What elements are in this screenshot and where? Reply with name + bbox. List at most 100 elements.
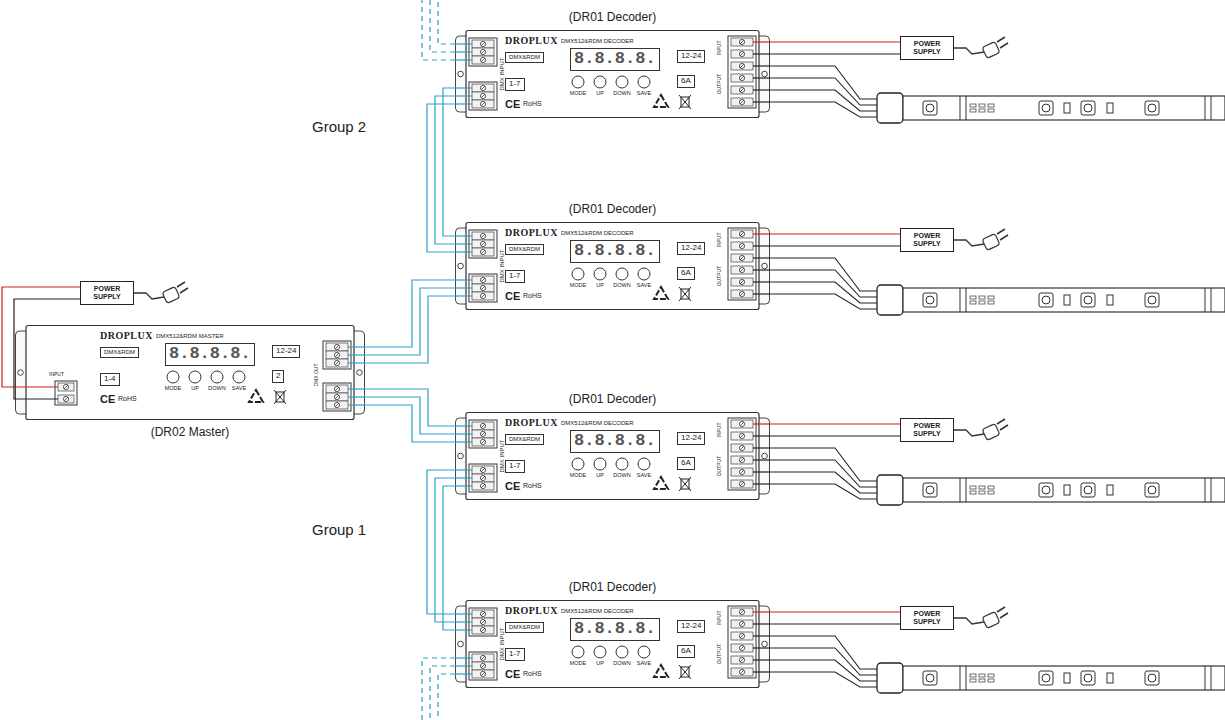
terminal-pin	[731, 242, 753, 250]
solder-pad	[979, 679, 985, 682]
solder-pad	[979, 301, 985, 304]
segment-display: 8.8.8.8.	[570, 48, 660, 71]
terminal-screw	[480, 85, 485, 90]
terminal-screw	[480, 467, 485, 472]
current-badge: 6A	[677, 267, 695, 280]
push-button	[189, 371, 201, 383]
screw-slot	[335, 403, 339, 407]
solder-pad	[979, 486, 985, 489]
brand-logo: DROPLUX	[505, 417, 558, 428]
button-label: SAVE	[637, 90, 651, 96]
led-chip	[1039, 101, 1053, 115]
brand-logo: DROPLUX	[505, 227, 558, 238]
screw-slot	[481, 250, 485, 254]
terminal-pin	[58, 395, 74, 403]
terminal-screw	[739, 243, 744, 248]
rohs-mark: RoHS	[523, 100, 542, 108]
screw-slot	[740, 470, 744, 474]
power-supply-box: POWER SUPPLY	[80, 281, 134, 305]
led-chip	[1039, 671, 1053, 685]
wire-stub	[753, 269, 770, 270]
voltage-badge: 12-24	[677, 242, 705, 255]
push-button	[594, 646, 606, 658]
terminal-pin	[472, 474, 494, 482]
terminal-block	[55, 381, 77, 405]
mains-plug	[982, 42, 1000, 59]
led-chip	[1039, 293, 1053, 307]
housing-body	[466, 413, 759, 500]
screw-slot	[740, 646, 744, 650]
wire-stub	[455, 295, 472, 296]
terminal-pin	[472, 276, 494, 284]
strip-connector	[877, 663, 903, 693]
weee-cross	[679, 287, 691, 301]
wire-bundle	[365, 389, 455, 442]
wire-strand	[365, 405, 455, 442]
screw-slot	[740, 422, 744, 426]
push-button	[616, 268, 628, 280]
led-lens	[1148, 104, 1156, 112]
button-label: DOWN	[613, 660, 630, 666]
cut-line	[966, 96, 967, 120]
recycle-symbol	[654, 287, 668, 299]
terminal-pin	[731, 38, 753, 46]
terminal-pin	[731, 98, 753, 106]
continuation-wire	[438, 674, 455, 720]
master-controller: (DR02 Master)DROPLUXDMX512&RDM MASTERDMX…	[15, 325, 365, 420]
push-button	[638, 268, 650, 280]
push-button	[638, 76, 650, 88]
led-chip	[1145, 293, 1159, 307]
wire	[770, 472, 877, 493]
terminal-pin	[472, 284, 494, 292]
terminal-pin	[472, 482, 494, 490]
button-label: UP	[596, 660, 604, 666]
terminal-pin	[731, 468, 753, 476]
model-title: DMX512&RDM DECODER	[561, 230, 634, 237]
led-chip	[923, 101, 937, 115]
terminal-screw	[739, 255, 744, 260]
screw-slot	[481, 628, 485, 632]
voltage-badge: 12-24	[677, 620, 705, 633]
screw-slot	[481, 424, 485, 428]
port-label: INPUT	[717, 611, 723, 626]
button-label: DOWN	[613, 90, 630, 96]
terminal-pin	[731, 74, 753, 82]
led-lens	[1084, 486, 1092, 494]
led-strip	[903, 666, 1225, 690]
wire-stub	[15, 386, 58, 387]
port-label: INPUT	[49, 372, 64, 378]
continuation-wire	[430, 666, 455, 720]
terminal-screw	[739, 609, 744, 614]
terminal-screw	[480, 663, 485, 668]
screw-slot	[740, 610, 744, 614]
decoder-unit: (DR01 Decoder)DROPLUXDMX512&RDM DECODERD…	[455, 600, 770, 688]
voltage-badge: 12-24	[272, 345, 300, 358]
wire	[770, 484, 877, 499]
terminal-block	[469, 38, 497, 66]
device-heading: (DR01 Decoder)	[569, 581, 656, 594]
screw-slot	[481, 664, 485, 668]
terminal-block	[728, 36, 756, 108]
push-button	[616, 646, 628, 658]
power-supply-box: POWER SUPPLY	[900, 228, 954, 252]
solder-pad	[970, 491, 976, 494]
wire-stub	[348, 346, 365, 347]
push-button	[638, 458, 650, 470]
range-badge: 1-7	[505, 270, 525, 283]
wire-stub	[753, 257, 770, 258]
screw-slot	[740, 458, 744, 462]
solder-pad	[979, 674, 985, 677]
led-strip	[903, 478, 1225, 502]
screw-slot	[740, 64, 744, 68]
push-button	[572, 646, 584, 658]
wire-stub	[753, 65, 770, 66]
cut-line	[1205, 96, 1206, 120]
screw-slot	[481, 672, 485, 676]
wire-stub	[753, 611, 770, 612]
screw-slot	[481, 656, 485, 660]
port-label: OUTPUT	[717, 74, 723, 95]
terminal-block	[323, 383, 351, 411]
terminal-pin	[472, 232, 494, 240]
terminal-screw	[480, 483, 485, 488]
wire-stub	[15, 398, 58, 399]
